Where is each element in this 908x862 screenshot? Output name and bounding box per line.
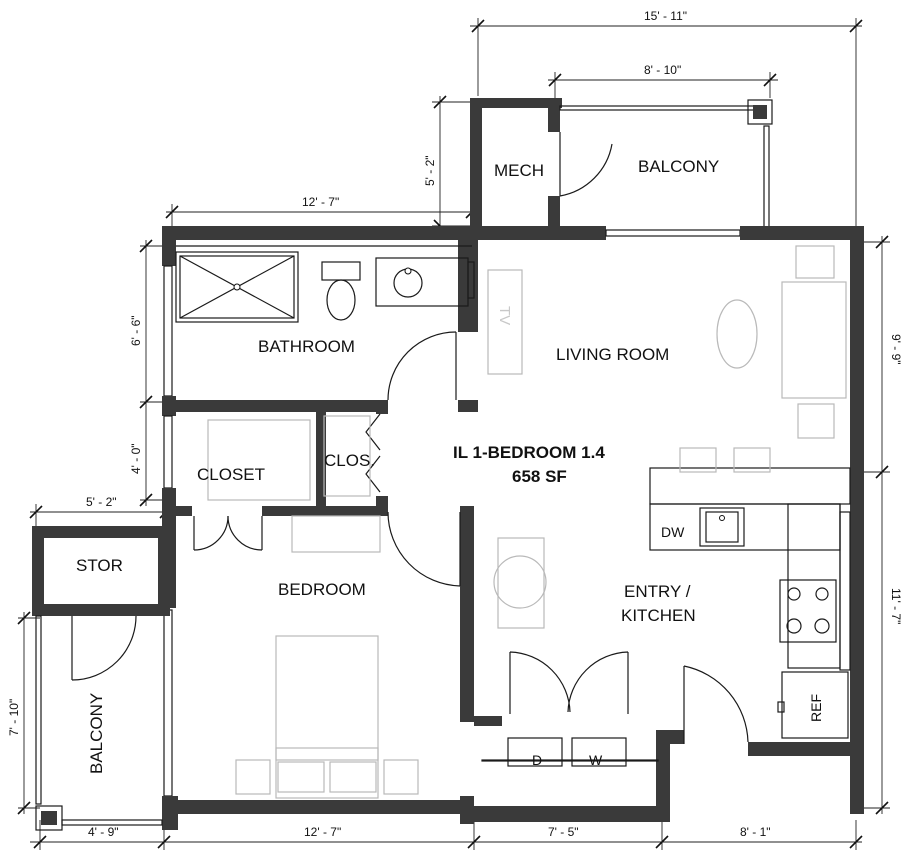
room-label-balcony-left: BALCONY [87,693,106,774]
dim-top-balcony: 8' - 10" [644,63,681,77]
fixtures [175,245,851,767]
tv-label: TV [496,306,513,325]
room-label-mech: MECH [494,161,544,180]
furniture [207,245,847,799]
appliance-refrigerator: REF [808,694,824,722]
dim-closet-height: 4' - 0" [129,443,143,474]
walls [32,98,864,831]
dim-bottom-balcony: 4' - 9" [88,825,119,839]
labels: MECH BALCONY BATHROOM LIVING ROOM CLOSET… [76,157,824,774]
room-label-closet: CLOSET [197,465,265,484]
dim-bottom-bedroom: 12' - 7" [304,825,341,839]
room-label-kitchen: KITCHEN [621,606,696,625]
room-label-balcony-top: BALCONY [638,157,719,176]
dimension-lines [17,18,890,850]
room-label-clos: CLOS. [324,451,375,470]
dim-bathroom-height: 6' - 6" [129,315,143,346]
dim-top-overall: 15' - 11" [644,9,687,23]
room-label-bathroom: BATHROOM [258,337,355,356]
dim-bottom-entry: 8' - 1" [740,825,771,839]
dim-left-jog: 5' - 2" [86,495,117,509]
dim-bottom-laundry: 7' - 5" [548,825,579,839]
dim-left-balcony-height: 7' - 10" [7,699,21,736]
dim-kitchen-height: 11' - 7" [889,588,903,624]
appliance-dishwasher: DW [661,524,685,540]
doors [71,132,749,744]
dimension-labels: 15' - 11" 8' - 10" 5' - 2" 12' - 7" 6' -… [7,9,903,839]
appliance-dryer: D [532,752,542,768]
appliance-washer: W [589,752,603,768]
room-label-living-room: LIVING ROOM [556,345,669,364]
room-label-stor: STOR [76,556,123,575]
dim-upper-width: 12' - 7" [302,195,339,209]
plan-title: IL 1-BEDROOM 1.4 [453,443,605,462]
dim-living-height: 9' - 9" [889,334,903,365]
plan-area: 658 SF [512,467,567,486]
room-label-bedroom: BEDROOM [278,580,366,599]
room-label-entry: ENTRY / [624,582,691,601]
dim-mech-height: 5' - 2" [423,155,437,186]
